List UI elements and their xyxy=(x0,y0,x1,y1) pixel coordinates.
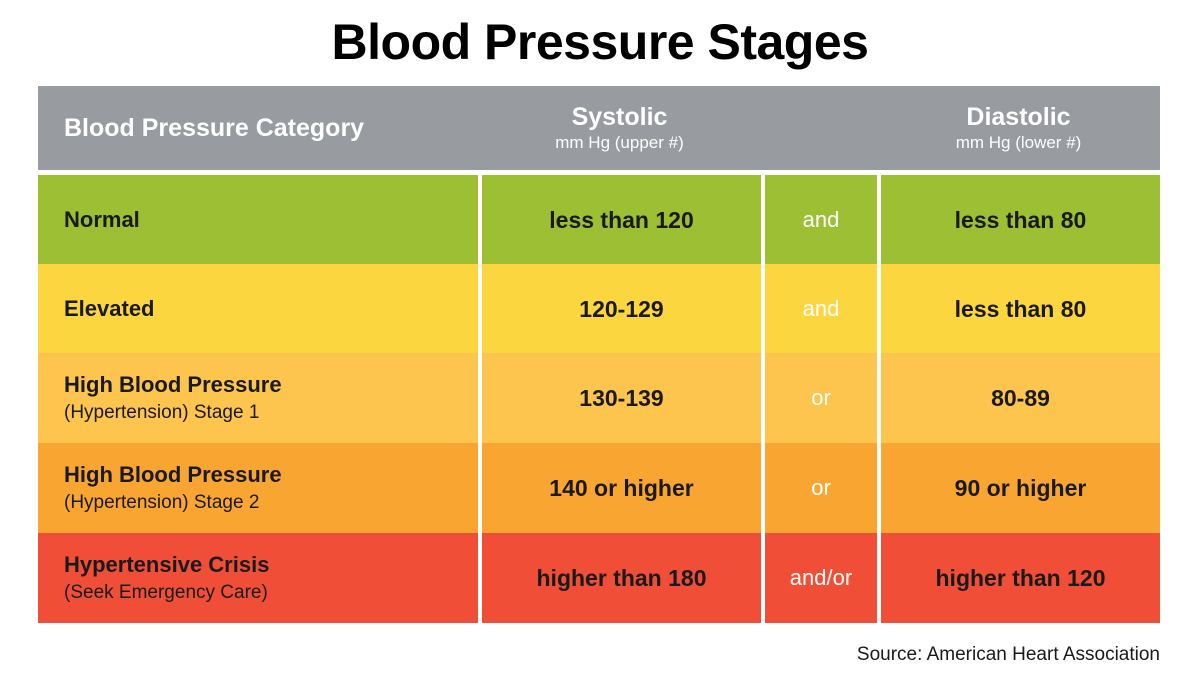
cell-category: Hypertensive Crisis (Seek Emergency Care) xyxy=(38,533,478,623)
cell-diastolic: less than 80 xyxy=(877,175,1160,264)
diastolic-value: 90 or higher xyxy=(954,475,1087,501)
cell-diastolic: higher than 120 xyxy=(877,533,1160,623)
category-name: High Blood Pressure xyxy=(64,461,282,487)
source-attribution: Source: American Heart Association xyxy=(856,644,1160,665)
category-subtitle: (Hypertension) Stage 1 xyxy=(64,401,260,423)
cell-connector: and xyxy=(761,264,877,353)
table-row: High Blood Pressure (Hypertension) Stage … xyxy=(38,353,1160,443)
cell-systolic: 120-129 xyxy=(478,264,761,353)
header-systolic-label: Systolic xyxy=(571,102,668,131)
header-cell-category: Blood Pressure Category xyxy=(38,86,478,170)
cell-connector: or xyxy=(761,353,877,443)
header-cell-connector xyxy=(761,86,877,170)
systolic-value: 130-139 xyxy=(579,385,664,411)
cell-systolic: 130-139 xyxy=(478,353,761,443)
cell-category: Normal xyxy=(38,175,478,264)
diastolic-value: less than 80 xyxy=(954,206,1087,233)
table-row: Hypertensive Crisis (Seek Emergency Care)… xyxy=(38,533,1160,623)
header-diastolic-units: mm Hg (lower #) xyxy=(955,132,1082,152)
table-header-row: Blood Pressure Category Systolic mm Hg (… xyxy=(38,86,1160,170)
header-systolic-units: mm Hg (upper #) xyxy=(555,132,684,152)
header-cell-diastolic: Diastolic mm Hg (lower #) xyxy=(877,86,1160,170)
header-category-label: Blood Pressure Category xyxy=(64,114,365,142)
cell-systolic: higher than 180 xyxy=(478,533,761,623)
cell-diastolic: 90 or higher xyxy=(877,443,1160,533)
category-name: Elevated xyxy=(64,295,155,321)
cell-connector: or xyxy=(761,443,877,533)
table-row: Normal less than 120 and less than 80 xyxy=(38,175,1160,264)
systolic-value: 120-129 xyxy=(579,295,664,322)
connector-value: or xyxy=(811,385,831,410)
table-row: High Blood Pressure (Hypertension) Stage … xyxy=(38,443,1160,533)
blood-pressure-table: Blood Pressure Category Systolic mm Hg (… xyxy=(38,86,1160,623)
cell-systolic: 140 or higher xyxy=(478,443,761,533)
category-subtitle: (Seek Emergency Care) xyxy=(64,581,268,603)
cell-diastolic: 80-89 xyxy=(877,353,1160,443)
header-diastolic-label: Diastolic xyxy=(966,102,1071,131)
diastolic-value: less than 80 xyxy=(954,295,1087,322)
cell-systolic: less than 120 xyxy=(478,175,761,264)
category-name: High Blood Pressure xyxy=(64,371,282,397)
table-row: Elevated 120-129 and less than 80 xyxy=(38,264,1160,353)
cell-diastolic: less than 80 xyxy=(877,264,1160,353)
systolic-value: higher than 180 xyxy=(536,565,707,591)
connector-value: and/or xyxy=(789,565,853,590)
header-cell-systolic: Systolic mm Hg (upper #) xyxy=(478,86,761,170)
cell-category: High Blood Pressure (Hypertension) Stage … xyxy=(38,443,478,533)
cell-connector: and/or xyxy=(761,533,877,623)
diastolic-value: 80-89 xyxy=(991,385,1050,411)
systolic-value: less than 120 xyxy=(549,206,694,233)
cell-category: Elevated xyxy=(38,264,478,353)
category-name: Hypertensive Crisis xyxy=(64,551,270,577)
connector-value: and xyxy=(802,206,840,232)
category-name: Normal xyxy=(64,206,140,232)
cell-connector: and xyxy=(761,175,877,264)
cell-category: High Blood Pressure (Hypertension) Stage … xyxy=(38,353,478,443)
connector-value: and xyxy=(802,295,840,321)
page-title: Blood Pressure Stages xyxy=(331,14,869,70)
connector-value: or xyxy=(811,475,831,500)
category-subtitle: (Hypertension) Stage 2 xyxy=(64,491,260,513)
systolic-value: 140 or higher xyxy=(549,475,694,501)
diastolic-value: higher than 120 xyxy=(935,565,1106,591)
